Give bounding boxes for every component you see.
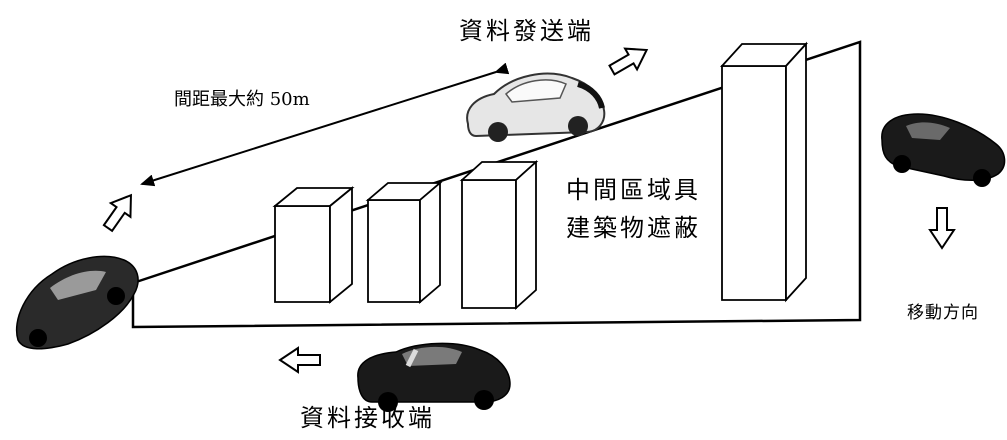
hollow-arrow-icon [608,47,649,76]
hollow-arrow-icon [928,207,956,250]
sender-car-icon [466,72,606,142]
obstruction-label-line2: 建築物遮蔽 [566,214,701,242]
hollow-arrow-icon [102,193,132,233]
receiver-label: 資料接收端 [300,404,435,432]
sender-label: 資料發送端 [459,17,594,45]
moving-car-icon [881,113,1006,187]
building-2 [365,181,443,304]
obstruction-label-line1: 中間區域具 [566,176,701,204]
receiver-car-bottom-icon [357,342,511,412]
movement-label: 移動方向 [907,303,979,323]
distance-label: 間距最大約 50m [174,89,310,110]
building-3 [459,159,539,311]
building-1 [272,186,355,304]
building-4-tall [719,41,809,303]
receiver-car-left-icon [15,255,139,350]
hollow-arrow-icon [278,346,321,374]
distance-arrow [140,62,510,187]
